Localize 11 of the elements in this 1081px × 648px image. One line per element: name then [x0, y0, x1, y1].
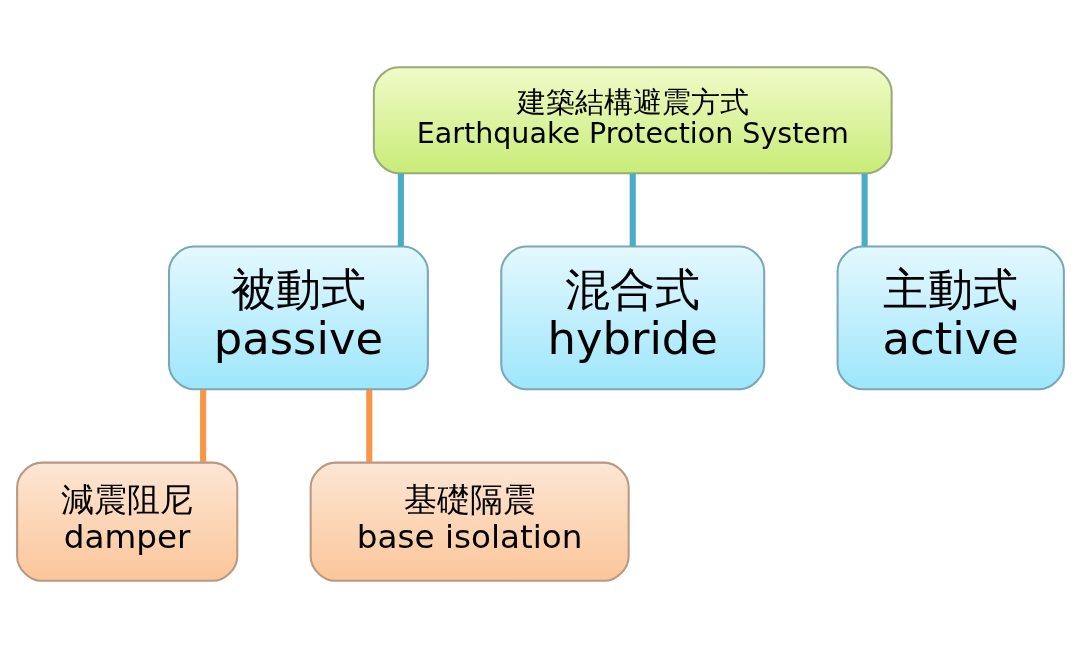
connector	[861, 173, 868, 247]
node-box: 被動式 passive	[167, 245, 429, 391]
connector	[397, 173, 404, 247]
node-box: 基礎隔震 base isolation	[309, 461, 630, 582]
node-box: 混合式 hybride	[500, 245, 766, 391]
connector	[366, 389, 373, 462]
node-box: 減震阻尼 damper	[16, 461, 239, 582]
connector	[200, 389, 207, 462]
node-box: 主動式 active	[836, 245, 1065, 391]
connector	[629, 173, 636, 247]
node-box: 建築結構避震方式 Earthquake Protection System	[372, 66, 893, 175]
